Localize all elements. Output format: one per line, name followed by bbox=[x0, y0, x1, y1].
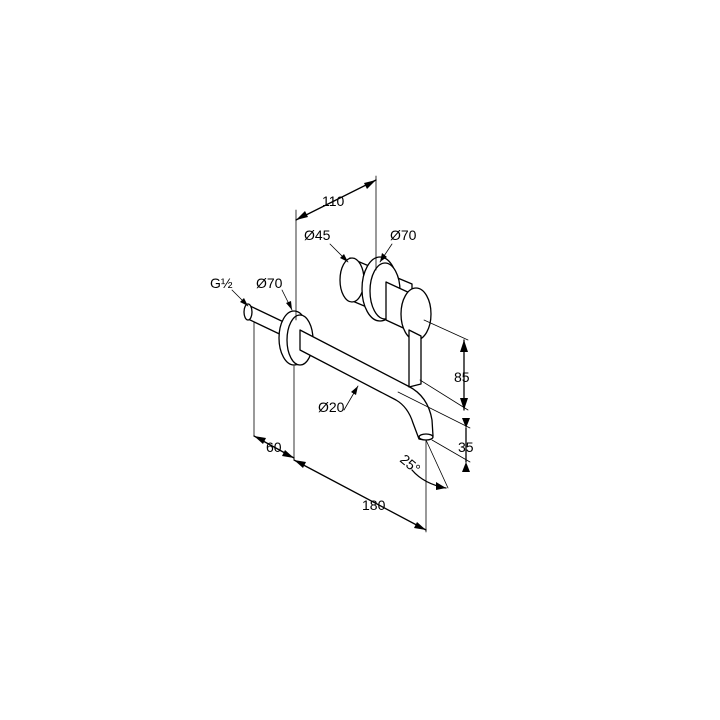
label-depth-handle: 110 bbox=[322, 193, 345, 209]
label-height: 85 bbox=[454, 369, 470, 385]
label-thread: G½ bbox=[210, 275, 233, 291]
connection-pipe-end bbox=[243, 303, 253, 321]
label-knob: Ø45 bbox=[304, 227, 331, 243]
mixer-lever bbox=[408, 329, 422, 388]
mixer-knob-front bbox=[400, 287, 432, 341]
label-spout-rosette: Ø70 bbox=[256, 275, 283, 291]
label-angle: 25° bbox=[397, 451, 424, 477]
spout-assembly bbox=[243, 303, 434, 441]
spout-outlet bbox=[418, 433, 434, 441]
mixer-assembly bbox=[339, 256, 432, 388]
label-mixer-rosette: Ø70 bbox=[390, 227, 417, 243]
label-spout-diameter: Ø20 bbox=[318, 399, 345, 415]
label-offset: 35 bbox=[458, 439, 474, 455]
mixer-knob-back bbox=[339, 257, 365, 303]
extension-lines bbox=[253, 175, 471, 533]
dimension-lines bbox=[231, 179, 470, 531]
label-depth-spout: 60 bbox=[266, 439, 282, 455]
label-projection: 180 bbox=[362, 497, 386, 513]
